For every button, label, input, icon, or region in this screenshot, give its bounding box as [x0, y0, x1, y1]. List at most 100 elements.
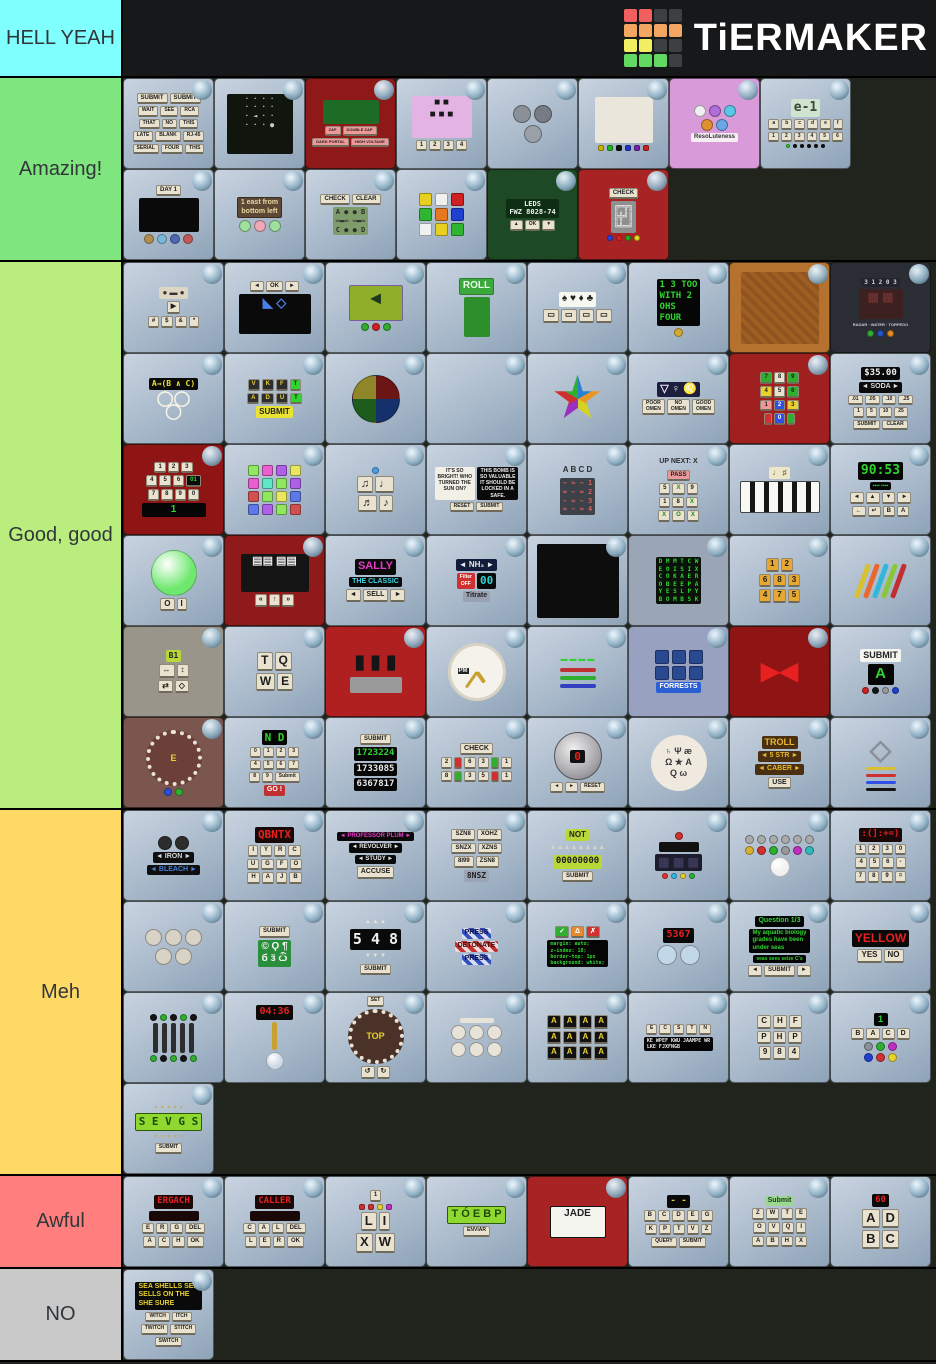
module-troll-rpg[interactable]: TROLL◄ 5 STR ►◄ CABER ►USE	[729, 717, 830, 808]
module-squiggle-chart[interactable]: A B C D~ ≈ ~ 1 ≈ ~ ≈ 2 ~ ≈ ~ 3 ≈ ~ ≈ 4	[527, 444, 628, 535]
module-color-cells-grid[interactable]	[578, 78, 669, 169]
module-dark-screen[interactable]	[527, 535, 628, 626]
module-word-search[interactable]: D M M T C W E O I S I X C O K A E R O B …	[628, 535, 729, 626]
module-flip-digits[interactable]: ▲ ▲ ▲5 4 8▼ ▼ ▼SUBMIT	[325, 901, 426, 992]
module-battleship[interactable]: 3 1 2 0 3▦ ▦RADAR · WATER · TORPEDO	[830, 262, 931, 353]
dot	[170, 1054, 177, 1062]
module-toggle-switches[interactable]	[123, 992, 224, 1083]
module-faucets[interactable]: 5367	[628, 901, 729, 992]
module-knob-screws[interactable]	[426, 992, 527, 1083]
module-hand-gestures[interactable]	[123, 901, 224, 992]
module-hunting-door[interactable]	[729, 262, 830, 353]
module-bowtie[interactable]: ▶◀	[729, 626, 830, 717]
module-code-review[interactable]: ✓Δ✗margin: auto; z-index: 10; border-top…	[527, 901, 628, 992]
module-arrow-plate[interactable]: B1↔↕⇄◇	[123, 626, 224, 717]
module-panel: THE CLASSIC	[349, 576, 402, 588]
module-semaphore-screen[interactable]: ◄OK►◣ ◇	[224, 262, 325, 353]
module-laundry[interactable]: ◄ IRON ►◄ BLEACH ►	[123, 810, 224, 901]
module-plumbing[interactable]: CHECK╔═╦╗ ╠╬╝║ ╚╩═╝	[578, 169, 669, 260]
module-ball-sort[interactable]	[729, 810, 830, 901]
module-pendulum-timer[interactable]: 04:36	[224, 992, 325, 1083]
module-waveforms[interactable]: ▬ ▬ ▬ ▬	[527, 626, 628, 717]
module-day-one[interactable]: DAY 1	[123, 169, 214, 260]
module-direction-sign[interactable]: 1 east from bottom left	[214, 169, 305, 260]
module-hexamaze[interactable]: · · · · · · · · · ◄ · · · · · ●	[214, 78, 305, 169]
module-poker-cards[interactable]: ♠ ♥ ♦ ♣▭▭▭▭	[527, 262, 628, 353]
module-color-mosaic[interactable]	[224, 444, 325, 535]
module-slot-machine[interactable]: ▦ ▦ ▦	[628, 810, 729, 901]
module-music-notes[interactable]: ♫♩♬♪	[325, 444, 426, 535]
module-category-quiz[interactable]: FORRESTS	[628, 626, 729, 717]
module-boolean-venn[interactable]: A→(B ∧ C)◯◯ ◯	[123, 353, 224, 444]
key: ▼	[881, 492, 896, 504]
module-resolutaness[interactable]: ResoLuteness	[669, 78, 760, 169]
module-jade-tag[interactable]: JADE	[527, 1176, 628, 1267]
module-origami-star[interactable]	[527, 353, 628, 444]
module-quote-cards[interactable]: IT'S SO BRIGHT! WHO TURNED THE SUN ON?TH…	[426, 444, 527, 535]
module-piano-keys[interactable]: ♩ ♯	[729, 444, 830, 535]
module-symbol-screen[interactable]: SUBMIT© Ϙ ¶ б ӟ ѽ	[224, 901, 325, 992]
module-letter-dial[interactable]: E	[123, 717, 224, 808]
module-hex-web[interactable]: ◇	[830, 717, 931, 808]
module-led-encryption[interactable]: LEDS FWZ 8028-74▲OK▼	[487, 169, 578, 260]
module-craps-roll[interactable]: ROLL	[426, 262, 527, 353]
module-symbol-wheel[interactable]: ♄ Ψ æ Ω ★ A Q ω	[628, 717, 729, 808]
module-murder-accuse[interactable]: ◄ PROFESSOR PLUM ►◄ REVOLVER ►◄ STUDY ►A…	[325, 810, 426, 901]
module-three-to-one[interactable]: 1 3 TOO WITH 2 OHS FOUR	[628, 262, 729, 353]
module-crazy-wires[interactable]	[830, 535, 931, 626]
module-blank-module[interactable]	[426, 353, 527, 444]
module-brick-wall[interactable]: ▤▤ ▤▤«↑»	[224, 535, 325, 626]
module-stones[interactable]	[487, 78, 578, 169]
module-safe-dial[interactable]: 0◄►RESET	[527, 717, 628, 808]
module-cylinders[interactable]: ▮ ▮ ▮	[325, 626, 426, 717]
module-listening-tape[interactable]: ● ▬ ●▶#$&*	[123, 262, 224, 353]
dot	[607, 235, 613, 242]
module-wall-clock[interactable]: PM	[426, 626, 527, 717]
module-quadrants[interactable]	[325, 353, 426, 444]
module-password[interactable]: ▲ ▲ ▲ ▲ ▲S E V G S▼ ▼ ▼ ▼ ▼SUBMIT	[123, 1083, 214, 1174]
module-arrow-button[interactable]: ◄	[325, 262, 426, 353]
module-rubiks-cube[interactable]	[396, 169, 487, 260]
